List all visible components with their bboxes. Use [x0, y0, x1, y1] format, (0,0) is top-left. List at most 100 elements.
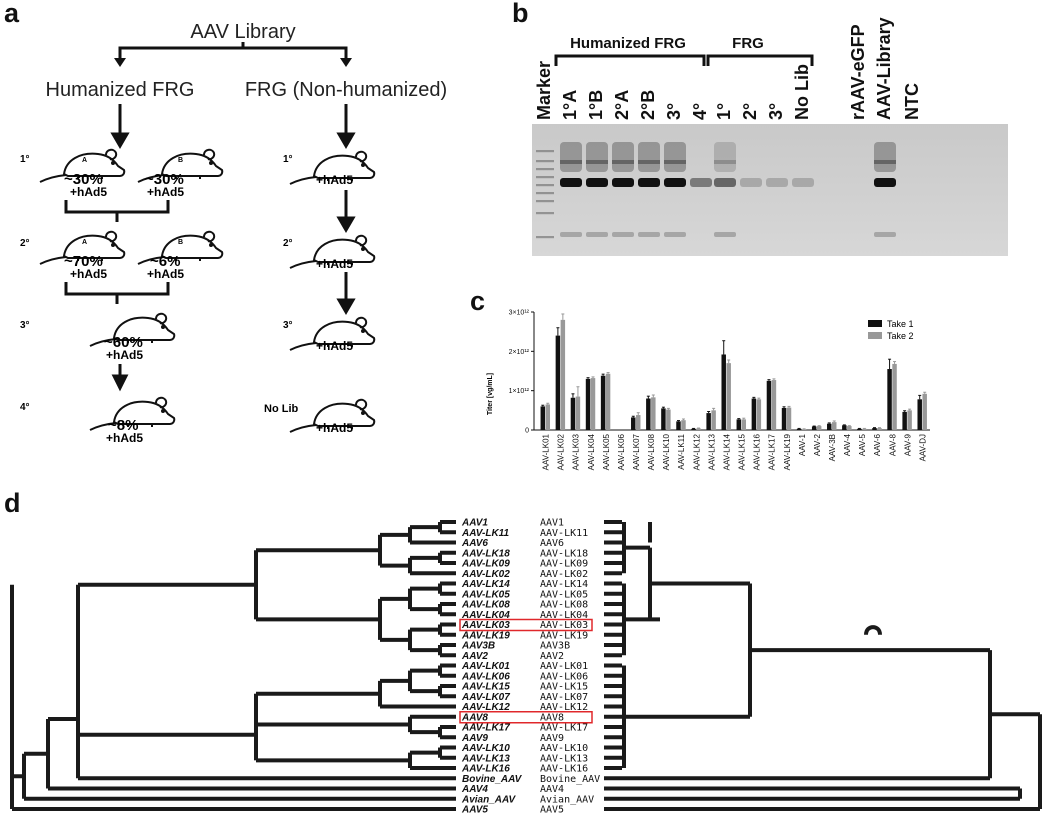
category-label: AAV-6	[873, 433, 882, 456]
gel-band	[792, 178, 814, 187]
bar	[756, 399, 762, 430]
tree-leaf-right: AAV-LK19	[540, 630, 588, 641]
bar	[560, 319, 566, 430]
tree-leaf-left: AAV-LK06	[461, 671, 510, 682]
bar	[681, 420, 686, 430]
tree-leaf-right: AAV-LK16	[540, 764, 588, 775]
bar	[892, 363, 897, 430]
highlight-box	[459, 711, 593, 724]
tree-leaf-right: AAV-LK11	[540, 528, 588, 539]
tree-branch	[864, 625, 882, 636]
bar	[771, 380, 777, 430]
tree-leaf-left: AAV-LK01	[461, 661, 510, 672]
gel-smear	[612, 142, 634, 172]
bar	[801, 429, 807, 430]
ladder-band	[536, 150, 554, 153]
gel-band	[740, 178, 762, 187]
panel-d: d AAV1AAV-LK11AAV6AAV-LK18AAV-LK09AAV-LK…	[4, 488, 1042, 816]
tree-leaf-right: AAV1	[540, 518, 564, 529]
ladder-band	[536, 160, 554, 163]
legend-swatch	[868, 332, 882, 339]
category-label: AAV-LK07	[632, 433, 641, 470]
bar	[575, 396, 581, 430]
tree-leaf-right: AAV-LK12	[540, 702, 588, 713]
tree-leaf-right: AAV-LK01	[540, 661, 588, 672]
tree-leaf-right: AAV-LK05	[540, 589, 588, 600]
panel-label-d: d	[4, 488, 21, 518]
tree-leaf-right: AAV-LK14	[540, 579, 588, 590]
bar	[600, 375, 606, 430]
gel-band	[874, 160, 896, 164]
gel-lane-label: No Lib	[792, 64, 812, 120]
gel-primer-band	[714, 232, 736, 237]
panel-label-c: c	[470, 286, 485, 316]
gel-lane-label: NTC	[902, 83, 922, 120]
bar	[917, 399, 922, 430]
ladder-band	[536, 176, 554, 179]
round-label-r2: 2°	[283, 238, 293, 249]
gel-primer-band	[638, 232, 660, 237]
gel-band	[664, 178, 686, 187]
gel-lane-label: 3°	[766, 103, 786, 120]
tree-leaf-left: AAV-LK12	[461, 702, 510, 713]
r2-right-percent: ~6%	[150, 253, 180, 270]
bar	[736, 419, 742, 430]
gel-primer-band	[586, 232, 608, 237]
tree-leaf-left: AAV8	[461, 712, 488, 723]
tree-leaf-right: AAV5	[540, 805, 564, 816]
panel-label-a: a	[4, 0, 20, 28]
tree-leaf-right: AAV6	[540, 538, 564, 549]
round-label-r1: 1°	[283, 154, 293, 165]
gel-image	[532, 124, 1008, 256]
panel-c: c Titer [vg/mL] 01×10¹²2×10¹²3×10¹²AAV-L…	[470, 286, 930, 470]
left-branch-title: Humanized FRG	[46, 79, 195, 101]
tree-leaf-left: AAV-LK10	[461, 743, 510, 754]
bar	[922, 393, 927, 430]
gel-lane-label: 1°A	[560, 90, 580, 120]
legend-label: Take 1	[887, 319, 914, 329]
category-label: AAV-LK01	[542, 433, 551, 470]
round-label-1: 1°	[20, 154, 30, 165]
tree-leaf-left: AAV-LK14	[461, 579, 510, 590]
bar	[691, 428, 696, 430]
ladder-band	[536, 184, 554, 187]
panel-label-b: b	[512, 0, 529, 28]
gel-lane-label: 2°	[740, 103, 760, 120]
bar	[545, 404, 551, 430]
legend-label: Take 2	[887, 331, 914, 341]
bar	[696, 428, 701, 430]
gel-lane-label: AAV-Library	[874, 17, 894, 120]
svg-text:A: A	[82, 239, 87, 246]
bar	[781, 407, 787, 430]
gel-band	[560, 160, 582, 164]
panel-a: a AAV Library Humanized FRG FRG (Non-hum…	[4, 0, 447, 445]
tree-leaf-right: AAV8	[540, 712, 564, 723]
tree-leaf-left: AAV-LK03	[461, 620, 510, 631]
gel-lane-label: rAAV-eGFP	[848, 24, 868, 120]
category-label: AAV-3B	[828, 434, 837, 461]
tree-leaf-right: Bovine_AAV	[540, 774, 600, 785]
y-tick-label: 2×10¹²	[509, 349, 530, 356]
gel-smear	[874, 142, 896, 172]
svg-text:+hAd5: +hAd5	[147, 267, 184, 281]
r1-right-percent: ~30%	[145, 171, 184, 188]
bar	[842, 425, 847, 430]
category-label: AAV-LK06	[617, 433, 626, 470]
category-label: AAV-LK11	[677, 433, 686, 469]
category-label: AAV-LK12	[692, 433, 701, 470]
category-label: AAV-2	[813, 433, 822, 456]
category-label: AAV-9	[903, 433, 912, 456]
tree-leaf-left: AAV-LK08	[461, 600, 510, 611]
bar	[751, 398, 757, 430]
r4-percent: ~8%	[108, 417, 138, 434]
category-label: AAV-LK19	[783, 433, 792, 470]
library-title: AAV Library	[190, 21, 295, 43]
category-label: AAV-4	[843, 433, 852, 456]
bar	[741, 419, 747, 430]
bar	[605, 373, 611, 430]
svg-text:+hAd5: +hAd5	[147, 185, 184, 199]
gel-lane-label: 4°	[690, 103, 710, 120]
tree-leaf-left: AAV-LK07	[461, 692, 510, 703]
category-label: AAV-DJ	[918, 434, 927, 461]
y-tick-label: 0	[525, 428, 529, 435]
